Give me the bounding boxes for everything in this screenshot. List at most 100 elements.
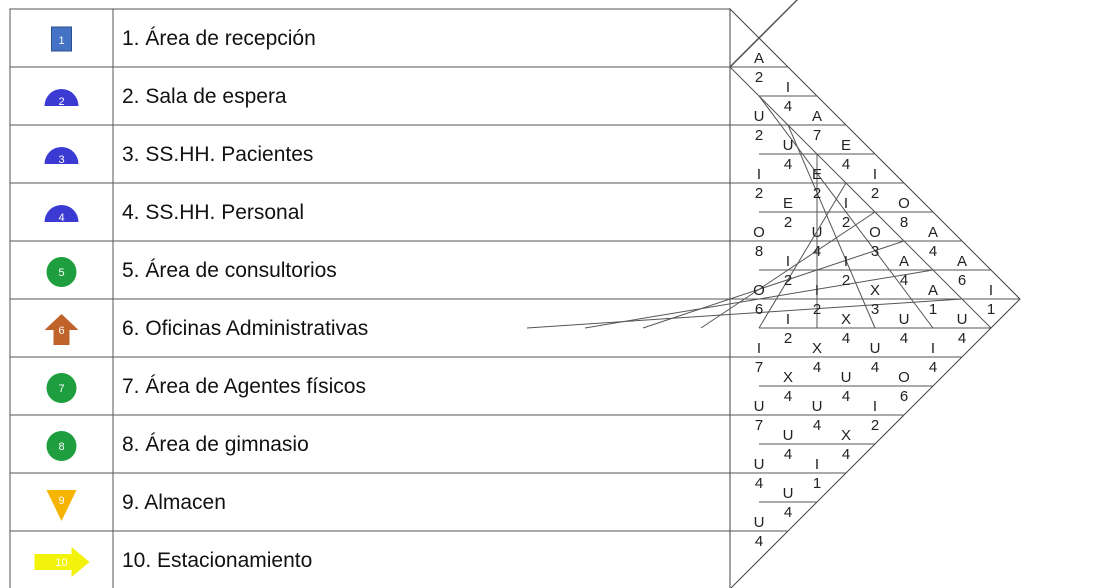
closeness-letter: I xyxy=(873,398,877,415)
reason-number: 4 xyxy=(784,504,792,521)
symbol-number: 1 xyxy=(58,35,64,47)
half-circle-symbol-icon xyxy=(44,205,79,222)
relationship-cell: A4 xyxy=(899,253,909,289)
reason-number: 4 xyxy=(813,243,821,260)
half-circle-symbol-icon xyxy=(44,89,79,106)
reason-number: 4 xyxy=(813,417,821,434)
relationship-cell: E2 xyxy=(812,166,822,202)
symbol-number: 9 xyxy=(58,495,64,507)
closeness-letter: U xyxy=(812,224,823,241)
closeness-letter: I xyxy=(815,456,819,473)
circle-symbol-icon xyxy=(46,431,77,461)
closeness-letter: O xyxy=(898,369,910,386)
reason-number: 4 xyxy=(929,243,937,260)
relationship-cell: I2 xyxy=(784,253,792,289)
relationship-cell: O3 xyxy=(869,224,881,260)
symbol-number: 5 xyxy=(58,267,64,279)
label-cell xyxy=(112,182,731,242)
closeness-letter: X xyxy=(841,311,851,328)
reason-number: 2 xyxy=(755,69,763,86)
label-cell xyxy=(112,66,731,126)
closeness-letter: U xyxy=(899,311,910,328)
relationship-cell: A4 xyxy=(928,224,938,260)
closeness-letter: X xyxy=(783,369,793,386)
closeness-letter: O xyxy=(753,282,765,299)
activity-label: 10. Estacionamiento xyxy=(122,549,312,572)
reason-number: 7 xyxy=(755,417,763,434)
closeness-letter: U xyxy=(812,398,823,415)
reason-number: 4 xyxy=(842,388,850,405)
relationship-cell: A7 xyxy=(812,108,822,144)
reason-number: 2 xyxy=(871,417,879,434)
closeness-letter: E xyxy=(841,137,851,154)
closeness-letter: I xyxy=(844,195,848,212)
relationship-cell: O8 xyxy=(898,195,910,231)
circle-symbol-icon xyxy=(46,257,77,287)
relationship-cell: I7 xyxy=(755,340,763,376)
label-cell xyxy=(112,356,731,416)
relationship-cell: U4 xyxy=(812,224,823,260)
reason-number: 7 xyxy=(813,127,821,144)
relationship-cell: I2 xyxy=(871,166,879,202)
relationship-cell: O6 xyxy=(898,369,910,405)
reason-number: 2 xyxy=(813,301,821,318)
relationship-cell: I2 xyxy=(755,166,763,202)
reason-number: 4 xyxy=(813,359,821,376)
relationship-cell: U4 xyxy=(783,485,794,521)
closeness-letter: E xyxy=(812,166,822,183)
reason-number: 4 xyxy=(842,156,850,173)
relationship-cell: O8 xyxy=(753,224,765,260)
relationship-cell: I2 xyxy=(784,311,792,347)
reason-number: 2 xyxy=(755,127,763,144)
label-cell xyxy=(112,414,731,474)
symbol-number: 10 xyxy=(55,557,67,569)
closeness-letter: U xyxy=(783,427,794,444)
reason-number: 7 xyxy=(755,359,763,376)
closeness-letter: I xyxy=(786,253,790,270)
closeness-letter: I xyxy=(931,340,935,357)
relationship-cell: U7 xyxy=(754,398,765,434)
closeness-letter: U xyxy=(841,369,852,386)
relationship-cell: I2 xyxy=(871,398,879,434)
relationship-cell: U2 xyxy=(754,108,765,144)
activity-label: 7. Área de Agentes físicos xyxy=(122,375,366,398)
closeness-letter: I xyxy=(786,79,790,96)
relationship-cell: X4 xyxy=(812,340,822,376)
reason-number: 1 xyxy=(987,301,995,318)
reason-number: 4 xyxy=(871,359,879,376)
relationship-cell: E4 xyxy=(841,137,851,173)
relationship-cell: U4 xyxy=(783,137,794,173)
label-cell xyxy=(112,530,731,588)
relationship-cell: U4 xyxy=(754,514,765,550)
activity-label: 4. SS.HH. Personal xyxy=(122,201,304,224)
relationship-cell: U4 xyxy=(957,311,968,347)
closeness-letter: U xyxy=(783,485,794,502)
right-arrow-symbol-icon xyxy=(34,547,90,577)
closeness-letter: O xyxy=(753,224,765,241)
closeness-letter: I xyxy=(844,253,848,270)
reason-number: 2 xyxy=(842,214,850,231)
reason-number: 2 xyxy=(871,185,879,202)
relationship-cell: U4 xyxy=(783,427,794,463)
reason-number: 8 xyxy=(755,243,763,260)
closeness-letter: U xyxy=(870,340,881,357)
closeness-letter: A xyxy=(812,108,822,125)
reason-number: 4 xyxy=(755,533,763,550)
label-cell xyxy=(112,298,731,358)
reason-number: 4 xyxy=(784,98,792,115)
relationship-cell: I2 xyxy=(842,253,850,289)
closeness-letter: I xyxy=(815,282,819,299)
relationship-cell: I4 xyxy=(929,340,937,376)
symbol-number: 8 xyxy=(58,441,64,453)
reason-number: 4 xyxy=(784,156,792,173)
closeness-letter: U xyxy=(754,398,765,415)
closeness-letter: I xyxy=(757,340,761,357)
closeness-letter: U xyxy=(754,456,765,473)
